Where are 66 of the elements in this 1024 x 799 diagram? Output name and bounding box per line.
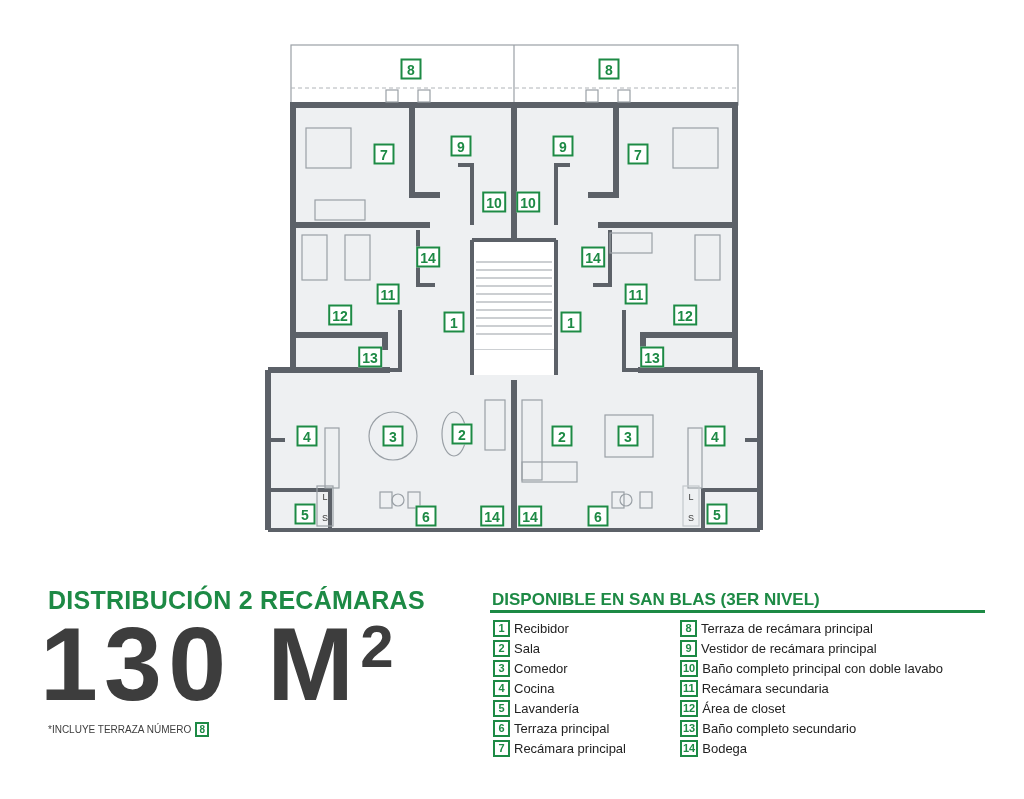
callout-number: 12 <box>680 700 699 717</box>
callout-number: 13 <box>358 346 382 368</box>
callout-number: 3 <box>617 425 639 447</box>
callout-number: 7 <box>627 143 649 165</box>
legend-text: Recámara principal <box>514 739 626 758</box>
callout-number: 12 <box>328 304 352 326</box>
callout-number: 9 <box>450 135 472 157</box>
callout-number: 14 <box>480 505 504 527</box>
callout-number: 1 <box>493 620 510 637</box>
callout-number: 6 <box>493 720 510 737</box>
callout-number: 11 <box>376 283 400 305</box>
callout-number: 4 <box>296 425 318 447</box>
callout-number: 2 <box>451 423 473 445</box>
legend-text: Baño completo secundario <box>702 719 857 738</box>
callout-number: 6 <box>587 505 609 527</box>
callout-number: 11 <box>624 283 648 305</box>
legend-text: Comedor <box>514 659 568 678</box>
legend-text: Terraza de recámara principal <box>701 619 873 638</box>
callout-number: 9 <box>680 640 697 657</box>
legend-text: Baño completo principal con doble lavabo <box>702 659 943 678</box>
callout-number: 14 <box>518 505 542 527</box>
legend-text: Vestidor de recámara principal <box>701 639 877 658</box>
callout-number: 1 <box>560 311 582 333</box>
callout-number: 7 <box>493 740 510 757</box>
callout-number: 4 <box>704 425 726 447</box>
washer-letter: L <box>322 492 328 502</box>
callout-number: 14 <box>416 246 440 268</box>
callout-number: 8 <box>195 722 210 737</box>
legend-text: Cocina <box>514 679 555 698</box>
callout-number: 10 <box>516 191 540 213</box>
callout-number: 2 <box>493 640 510 657</box>
callout-number: 3 <box>493 660 510 677</box>
callout-number: 2 <box>551 425 573 447</box>
callout-number: 12 <box>673 304 697 326</box>
callout-number: 8 <box>680 620 697 637</box>
callout-number: 6 <box>415 505 437 527</box>
washer-letter: S <box>322 513 328 523</box>
legend-text: Recibidor <box>514 619 569 638</box>
callout-number: 13 <box>680 720 699 737</box>
callout-number: 3 <box>382 425 404 447</box>
callout-number: 14 <box>680 740 699 757</box>
legend-text: Recámara secundaria <box>701 679 829 698</box>
callout-number: 5 <box>706 503 728 525</box>
callout-number: 5 <box>294 503 316 525</box>
callout-number: 10 <box>680 660 699 677</box>
callout-number: 11 <box>680 680 698 697</box>
callout-number: 1 <box>443 311 465 333</box>
washer-letter: L <box>688 492 694 502</box>
callout-number: 9 <box>552 135 574 157</box>
callout-number: 10 <box>482 191 506 213</box>
callout-number: 7 <box>373 143 395 165</box>
subtitle: DISPONIBLE EN SAN BLAS (3ER NIVEL) <box>492 591 820 608</box>
footnote: *INCLUYE TERRAZA NÚMERO <box>48 722 192 737</box>
callout-number: 13 <box>640 346 664 368</box>
washer-letter: S <box>688 513 694 523</box>
area-figure: 130 M$^{2}$ <box>40 612 400 716</box>
legend-text: Sala <box>514 639 541 658</box>
legend-text: Terraza principal <box>514 719 610 738</box>
callout-number: 5 <box>493 700 510 717</box>
legend-text: Lavandería <box>514 699 580 718</box>
callout-number: 8 <box>400 58 422 80</box>
callout-number: 14 <box>581 246 605 268</box>
legend-text: Área de closet <box>702 699 786 718</box>
callout-number: 4 <box>493 680 510 697</box>
callout-number: 8 <box>598 58 620 80</box>
legend-text: Bodega <box>702 739 748 758</box>
